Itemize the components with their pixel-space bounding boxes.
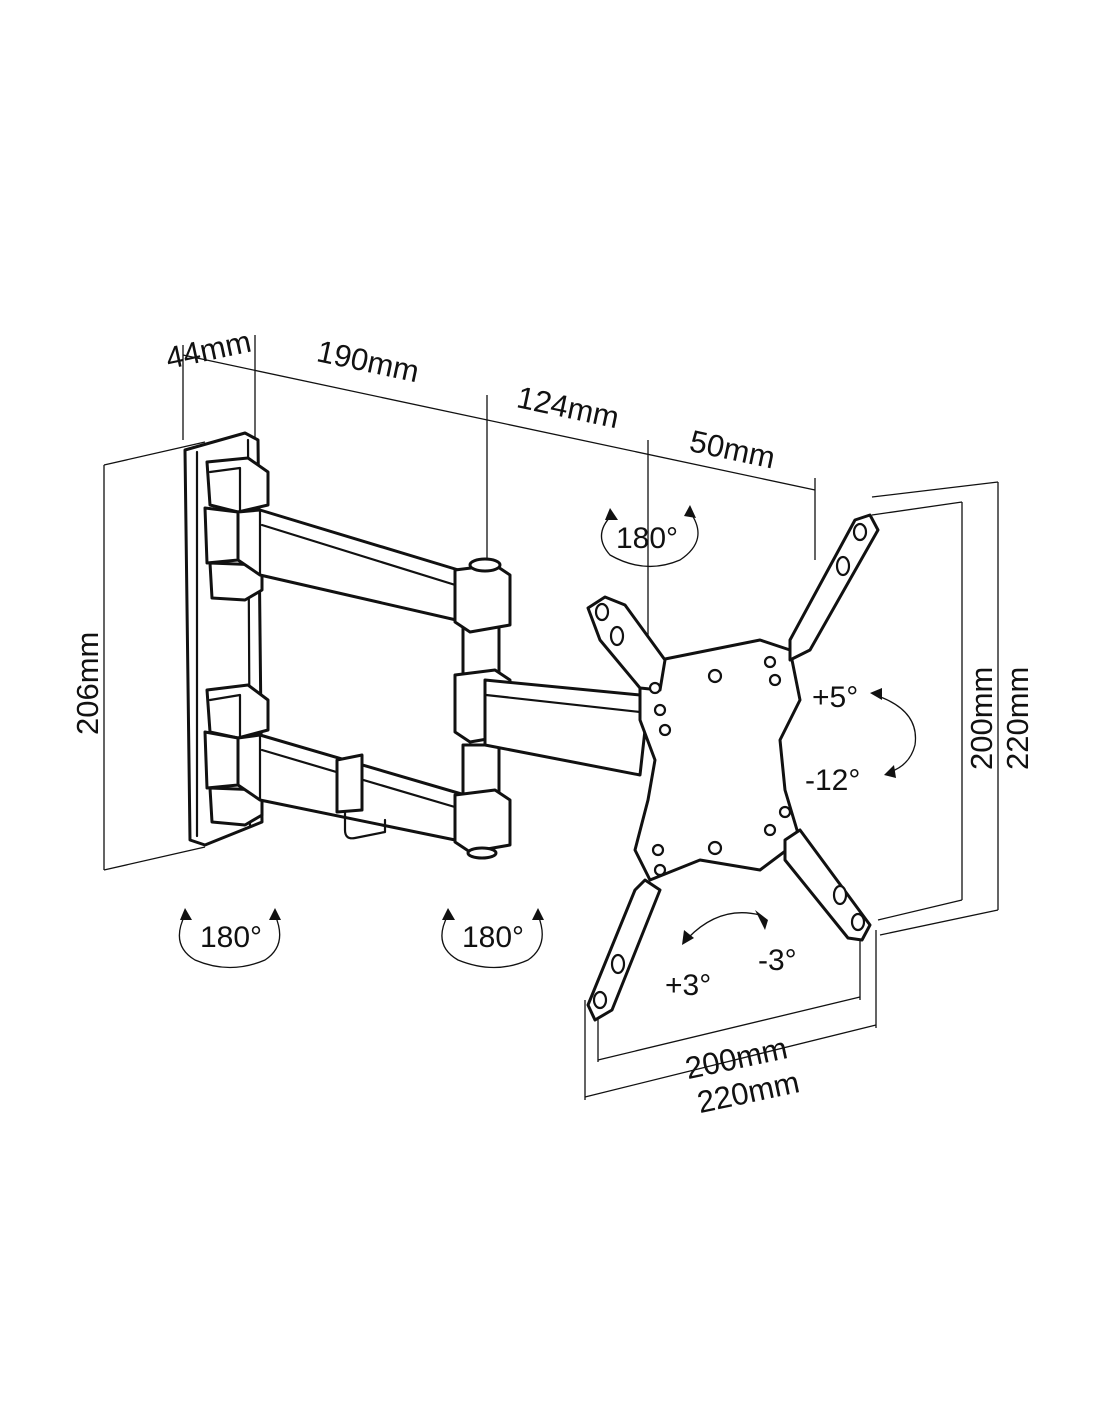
dimension-lines bbox=[103, 335, 999, 1100]
swivel-elbow-label: 180° bbox=[462, 921, 524, 954]
lower-arm bbox=[236, 733, 467, 844]
wall-plate-height-label: 206mm bbox=[70, 632, 105, 735]
rotation-arrows bbox=[178, 505, 917, 969]
level-minus-label: -3° bbox=[758, 944, 797, 977]
swivel-wall-label: 180° bbox=[200, 921, 262, 954]
vesa-vertical-outer-label: 220mm bbox=[1000, 667, 1035, 770]
upper-arm bbox=[236, 508, 467, 624]
depth-label-44mm: 44mm bbox=[163, 324, 255, 376]
tilt-down-label: -12° bbox=[805, 764, 860, 797]
level-plus-label: +3° bbox=[665, 969, 711, 1002]
arm-length-190mm-label: 190mm bbox=[314, 334, 422, 390]
vesa-vertical-inner-label: 200mm bbox=[964, 667, 999, 770]
tilt-up-label: +5° bbox=[812, 681, 858, 714]
vesa-plate bbox=[586, 513, 880, 1022]
head-depth-50mm-label: 50mm bbox=[687, 423, 779, 475]
rotation-labels: 180° 180° 180° +5° -12° +3° -3° bbox=[200, 522, 860, 1002]
swivel-head-label: 180° bbox=[616, 522, 678, 555]
arm-length-124mm-label: 124mm bbox=[514, 380, 622, 436]
outer-arm bbox=[483, 678, 647, 777]
